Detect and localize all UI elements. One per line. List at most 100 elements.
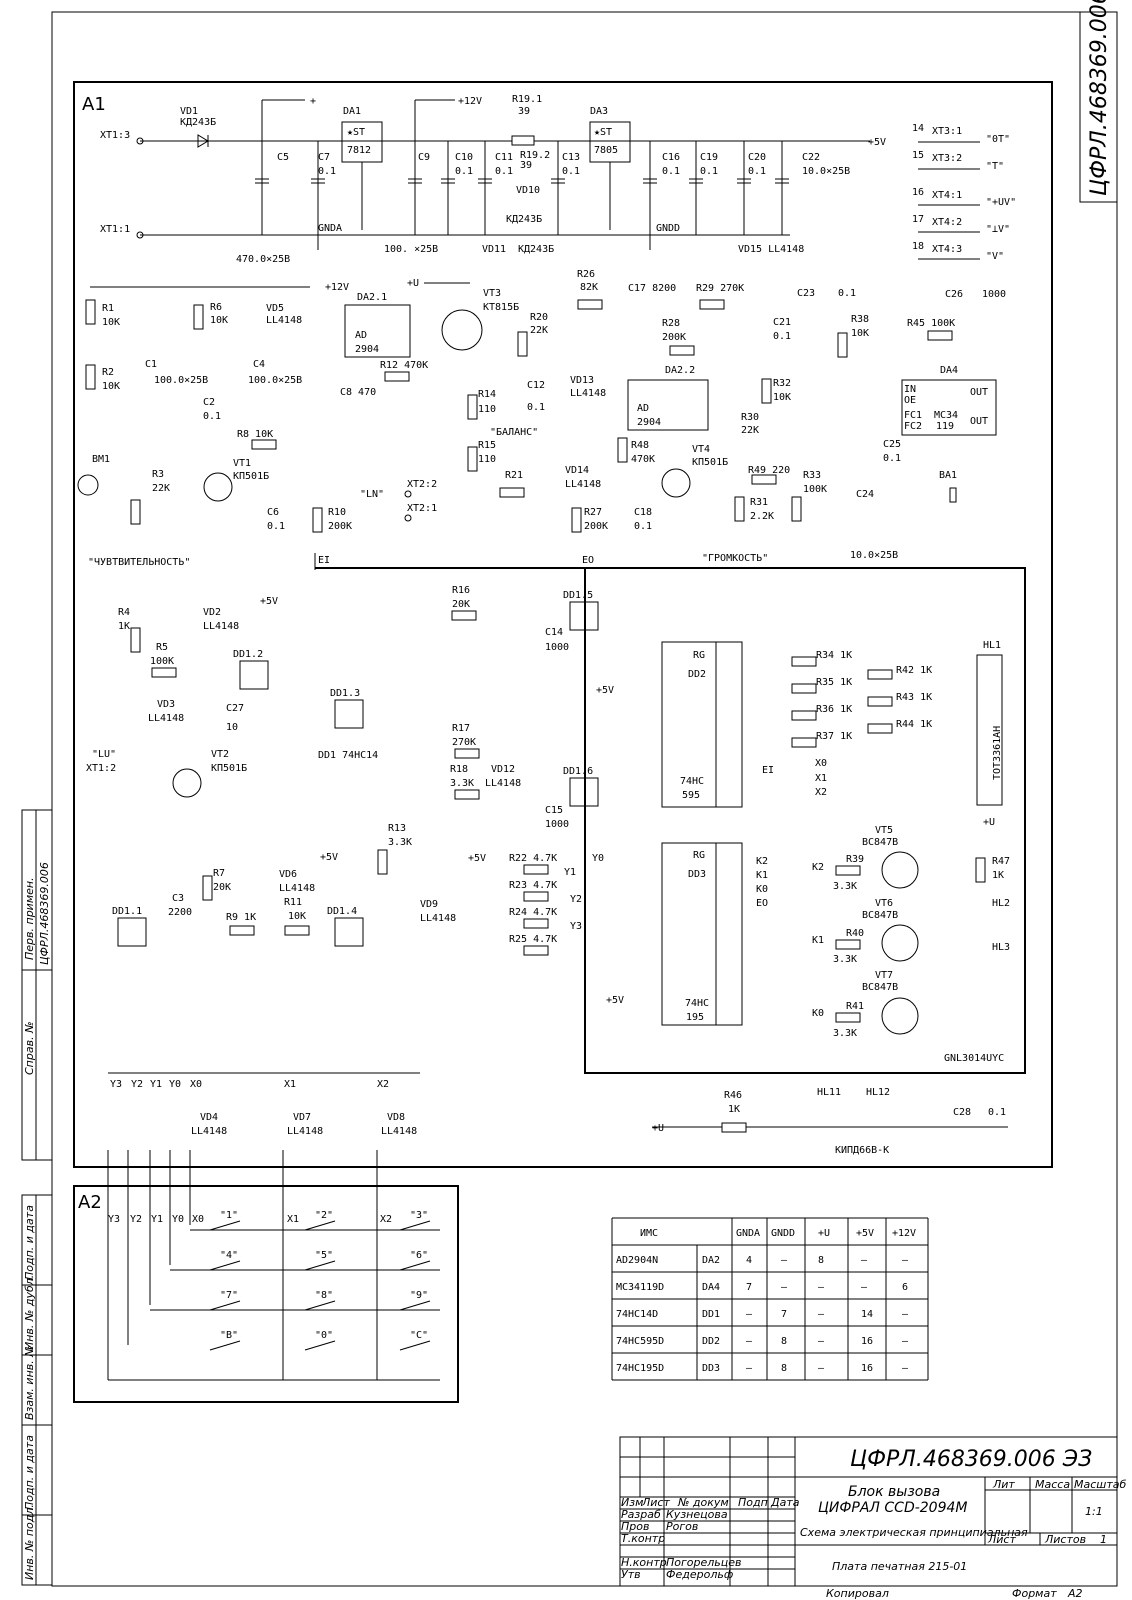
key-switch [209,1300,241,1311]
table-cell: 16 [861,1363,873,1374]
svg-text:16: 16 [912,187,924,198]
svg-text:★ST: ★ST [347,127,365,138]
svg-text:K1: K1 [812,935,824,946]
svg-text:MC34: MC34 [934,410,958,421]
table-cell: DD2 [702,1336,720,1347]
key-label: "6" [410,1250,428,1261]
svg-text:595: 595 [682,790,700,801]
svg-text:КД243Б: КД243Б [506,214,542,225]
key-label: "B" [220,1330,238,1341]
svg-text:OUT: OUT [970,416,988,427]
table-cell: DA4 [702,1282,720,1293]
svg-text:R45 100K: R45 100K [907,318,955,329]
key-switch [209,1260,241,1271]
svg-text:C9: C9 [418,152,430,163]
svg-text:R19.1: R19.1 [512,94,542,105]
svg-text:DD1.4: DD1.4 [327,906,357,917]
table-cell: – [902,1336,909,1347]
svg-text:2904: 2904 [355,344,379,355]
svg-text:VT7: VT7 [875,970,893,981]
table-cell: – [781,1255,788,1266]
svg-text:K1: K1 [756,870,768,881]
svg-text:Листов: Листов [1044,1533,1086,1546]
table-cell: – [818,1363,825,1374]
svg-text:Y3: Y3 [108,1214,120,1225]
svg-text:195: 195 [686,1012,704,1023]
svg-text:C10: C10 [455,152,473,163]
svg-text:Подп: Подп [738,1496,768,1509]
svg-text:100.0×25В: 100.0×25В [248,375,302,386]
table-header: ИМС [640,1228,658,1239]
svg-text:K0: K0 [756,884,768,895]
svg-text:Y0: Y0 [172,1214,184,1225]
svg-text:EI: EI [762,765,774,776]
svg-text:R8 10K: R8 10K [237,429,273,440]
svg-text:+U: +U [652,1123,664,1134]
table-cell: 74HC595D [616,1336,664,1347]
svg-text:HL1: HL1 [983,640,1001,651]
svg-text:Копировал: Копировал [826,1587,889,1600]
svg-text:3.3K: 3.3K [833,954,857,965]
key-switch [304,1260,336,1271]
svg-text:VD14: VD14 [565,465,589,476]
svg-text:3.3K: 3.3K [833,1028,857,1039]
svg-text:0.1: 0.1 [203,411,221,422]
doc-code-rotated: ЦФРЛ.468369.006 ЭЗ [1087,0,1112,196]
left-margin: Перв. примен. ЦФРЛ.468369.006 Справ. № П… [21,809,53,1586]
svg-text:C23: C23 [797,288,815,299]
svg-text:"ЧУВТВИТЕЛЬНОСТЬ": "ЧУВТВИТЕЛЬНОСТЬ" [88,557,190,568]
svg-text:74HC: 74HC [685,998,709,1009]
table-cell: – [818,1336,825,1347]
block-a1-label: A1 [82,94,106,115]
svg-text:110: 110 [478,454,496,465]
svg-text:R30: R30 [741,412,759,423]
svg-text:2904: 2904 [637,417,661,428]
svg-text:VT3: VT3 [483,288,501,299]
table-cell: 4 [746,1255,752,1266]
svg-text:VD4: VD4 [200,1112,218,1123]
svg-text:Лист: Лист [987,1533,1016,1546]
table-cell: – [902,1255,909,1266]
svg-text:"+UV": "+UV" [986,197,1016,208]
svg-text:Y3: Y3 [110,1079,122,1090]
svg-text:20K: 20K [452,599,470,610]
svg-text:39: 39 [520,160,532,171]
hl1-display [976,654,1003,806]
table-cell: 74HC14D [616,1309,658,1320]
svg-text:+U: +U [983,817,995,828]
svg-text:TOT3361AH: TOT3361AH [992,726,1003,780]
svg-text:DD2: DD2 [688,669,706,680]
svg-text:200K: 200K [662,332,686,343]
svg-text:C19: C19 [700,152,718,163]
svg-text:КИПД66В-К: КИПД66В-К [835,1145,889,1156]
table-cell: – [818,1309,825,1320]
svg-text:K2: K2 [812,862,824,873]
table-cell: – [746,1309,753,1320]
svg-text:VT2: VT2 [211,749,229,760]
svg-text:+12V: +12V [458,96,482,107]
svg-text:EI: EI [318,555,330,566]
svg-text:BC847B: BC847B [862,910,898,921]
svg-text:Утв: Утв [621,1568,641,1581]
svg-text:R18: R18 [450,764,468,775]
svg-text:DA3: DA3 [590,106,608,117]
svg-text:1000: 1000 [545,819,569,830]
svg-text:R16: R16 [452,585,470,596]
margin-podp1: Подп. и дата [23,1205,36,1280]
svg-text:C14: C14 [545,627,563,638]
svg-text:DD1.6: DD1.6 [563,766,593,777]
svg-text:10K: 10K [210,315,228,326]
table-cell: – [746,1336,753,1347]
key-label: "C" [410,1330,428,1341]
svg-text:DD3: DD3 [688,869,706,880]
svg-text:VT1: VT1 [233,458,251,469]
svg-text:10.0×25В: 10.0×25В [802,166,850,177]
svg-text:R11: R11 [284,897,302,908]
svg-text:100K: 100K [803,484,827,495]
svg-text:R48: R48 [631,440,649,451]
svg-text:R31: R31 [750,497,768,508]
svg-text:100K: 100K [150,656,174,667]
svg-text:+5V: +5V [260,596,278,607]
svg-text:74HC: 74HC [680,776,704,787]
